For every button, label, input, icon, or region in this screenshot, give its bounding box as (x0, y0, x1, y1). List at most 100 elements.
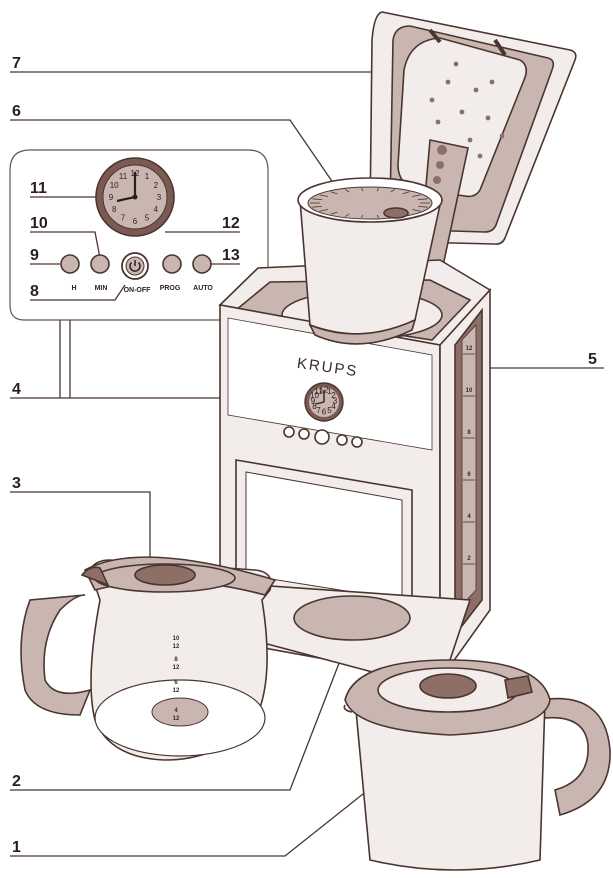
callout-4: 4 (12, 381, 21, 398)
clock-number: 12 (320, 385, 329, 394)
callout-7: 7 (12, 55, 21, 72)
filter-rib (319, 209, 328, 212)
carafe-mark-8-denom: 12 (173, 665, 180, 671)
shower-hole (429, 97, 435, 103)
water-level-mark: 4 (467, 514, 471, 520)
shower-hole (473, 87, 479, 93)
filter-rib (344, 189, 350, 193)
shower-hole (459, 109, 465, 115)
filter-rib (417, 198, 428, 200)
body-hour-button (283, 426, 295, 438)
glass-carafe: 10 12 8 12 6 12 4 12 (20, 556, 277, 761)
callout-numbers: 7 6 11 10 9 8 12 13 4 5 3 2 1 (12, 55, 597, 856)
callout-line-1 (10, 789, 369, 857)
clock-number: 6 (133, 217, 138, 226)
carafe-mark-4-denom: 12 (173, 716, 180, 722)
shower-hole (445, 79, 451, 85)
clock-hour-hand (116, 195, 136, 203)
hour-button (60, 254, 80, 274)
clock-number: 2 (331, 391, 336, 400)
carafe-mark-6: 6 (174, 680, 178, 686)
clock-number: 3 (157, 193, 162, 202)
clock-number: 7 (121, 214, 126, 223)
callout-line-2 (10, 639, 349, 791)
clock-number: 10 (310, 391, 319, 400)
callout-line-10 (30, 231, 101, 259)
callout-13: 13 (222, 247, 240, 264)
callout-line-4 (10, 318, 305, 399)
clock-number: 9 (109, 193, 114, 202)
callout-12: 12 (222, 215, 240, 232)
filter-rib (417, 206, 428, 208)
body-on-off-button (314, 429, 330, 445)
filter-rib (412, 194, 421, 197)
clock-number: 4 (331, 402, 336, 411)
clock-number: 11 (314, 387, 323, 396)
carafe-mark-4: 4 (174, 708, 178, 714)
callout-6: 6 (12, 103, 21, 120)
clock-number: 4 (154, 205, 159, 214)
hour-button-label: H (71, 285, 76, 292)
callout-2: 2 (12, 773, 21, 790)
filter-rib (330, 191, 338, 195)
filter-rib (312, 198, 323, 200)
shower-hole (489, 79, 495, 85)
filter-rib (361, 188, 364, 192)
shower-hole (499, 133, 505, 139)
clock-number: 8 (312, 402, 317, 411)
water-level-mark: 10 (466, 388, 473, 394)
callout-9: 9 (30, 247, 39, 264)
shower-hole (467, 137, 473, 143)
thermal-carafe-handle (538, 697, 611, 817)
filter-rib (412, 209, 421, 212)
shower-hole (453, 61, 459, 67)
water-level-mark: 2 (467, 556, 471, 562)
carafe-mark-10-denom: 12 (173, 644, 180, 650)
clock-number: 8 (112, 205, 117, 214)
filter-rib (361, 214, 364, 218)
on-off-button-label: ON-OFF (124, 287, 152, 294)
shower-hole (485, 115, 491, 121)
water-level-mark: 8 (467, 430, 471, 436)
clock-number: 11 (119, 172, 128, 181)
auto-button-label: AUTO (193, 285, 213, 292)
glass-carafe-handle (20, 594, 92, 716)
shower-hole (477, 153, 483, 159)
carafe-mark-8: 8 (174, 657, 178, 663)
callout-line-6 (10, 119, 339, 191)
clock-number: 6 (322, 407, 327, 416)
filter-holder (297, 177, 443, 345)
clock-number: 10 (110, 181, 119, 190)
auto-button (192, 254, 212, 274)
callout-1: 1 (12, 839, 21, 856)
callout-11: 11 (30, 180, 47, 197)
callout-3: 3 (12, 475, 21, 492)
clock-number: 5 (327, 406, 332, 415)
carafe-mark-10: 10 (173, 636, 180, 642)
filter-rib (376, 214, 379, 218)
filter-rib (319, 194, 328, 197)
clock-number: 1 (327, 387, 332, 396)
clock-number: 3 (333, 396, 338, 405)
carafe-mark-6-denom: 12 (173, 688, 180, 694)
prog-button-label: PROG (160, 285, 181, 292)
callout-10: 10 (30, 215, 48, 232)
minute-button-label: MIN (95, 285, 108, 292)
prog-button (162, 254, 182, 274)
callout-8: 8 (30, 283, 39, 300)
clock-number: 9 (311, 396, 316, 405)
clock-number: 2 (154, 181, 159, 190)
minute-button (90, 254, 110, 274)
thermal-carafe (343, 659, 611, 871)
filter-rib (390, 189, 396, 193)
filter-rib (402, 191, 410, 195)
filter-rib (312, 206, 323, 208)
on-off-button (121, 252, 149, 280)
body-prog-button (336, 434, 348, 446)
